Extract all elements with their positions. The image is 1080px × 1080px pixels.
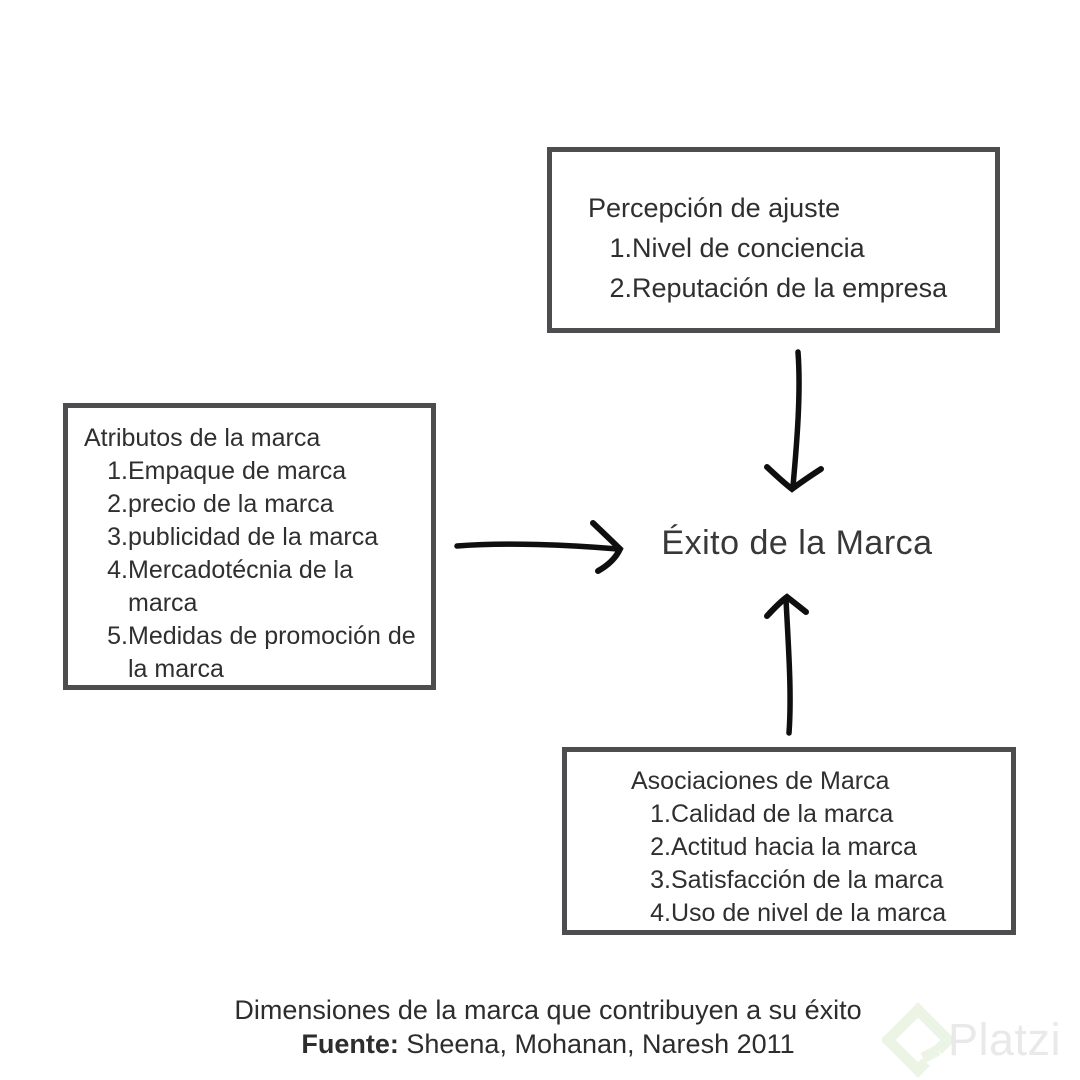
perception-box: Percepción de ajuste Nivel de conciencia…	[547, 147, 1000, 333]
caption-title: Dimensiones de la marca que contribuyen …	[234, 995, 862, 1025]
platzi-logo-icon	[882, 1002, 956, 1078]
arrow-down-icon	[764, 349, 824, 493]
list-item: Reputación de la empresa	[609, 268, 948, 308]
associations-box: Asociaciones de Marca Calidad de la marc…	[562, 747, 1016, 935]
caption-source-value: Sheena, Mohanan, Naresh 2011	[406, 1029, 795, 1059]
list-item: Medidas de promoción de la marca	[107, 620, 416, 683]
list-item: Empaque de marca	[107, 455, 347, 488]
caption-source-label: Fuente:	[301, 1029, 399, 1059]
list-item: Uso de nivel de la marca	[650, 897, 947, 930]
caption: Dimensiones de la marca que contribuyen …	[0, 993, 1080, 1061]
list-item: Nivel de conciencia	[609, 228, 865, 268]
list-item: Satisfacción de la marca	[650, 864, 944, 897]
caption-source: Fuente: Sheena, Mohanan, Naresh 2011	[0, 1027, 1080, 1061]
perception-box-title: Percepción de ajuste	[588, 193, 841, 223]
arrow-right-icon	[454, 520, 624, 574]
attributes-box-title: Atributos de la marca	[84, 424, 321, 452]
list-item: Mercadotécnia de la marca	[107, 554, 354, 617]
watermark-brand-text: Platzi	[948, 1014, 1062, 1065]
arrow-up-icon	[764, 593, 809, 736]
diagram-center-title: Éxito de la Marca	[661, 524, 933, 562]
list-item: precio de la marca	[107, 488, 334, 521]
associations-box-title: Asociaciones de Marca	[631, 767, 890, 795]
list-item: Actitud hacia la marca	[650, 831, 917, 864]
list-item: publicidad de la marca	[107, 521, 379, 554]
list-item: Calidad de la marca	[650, 798, 894, 831]
